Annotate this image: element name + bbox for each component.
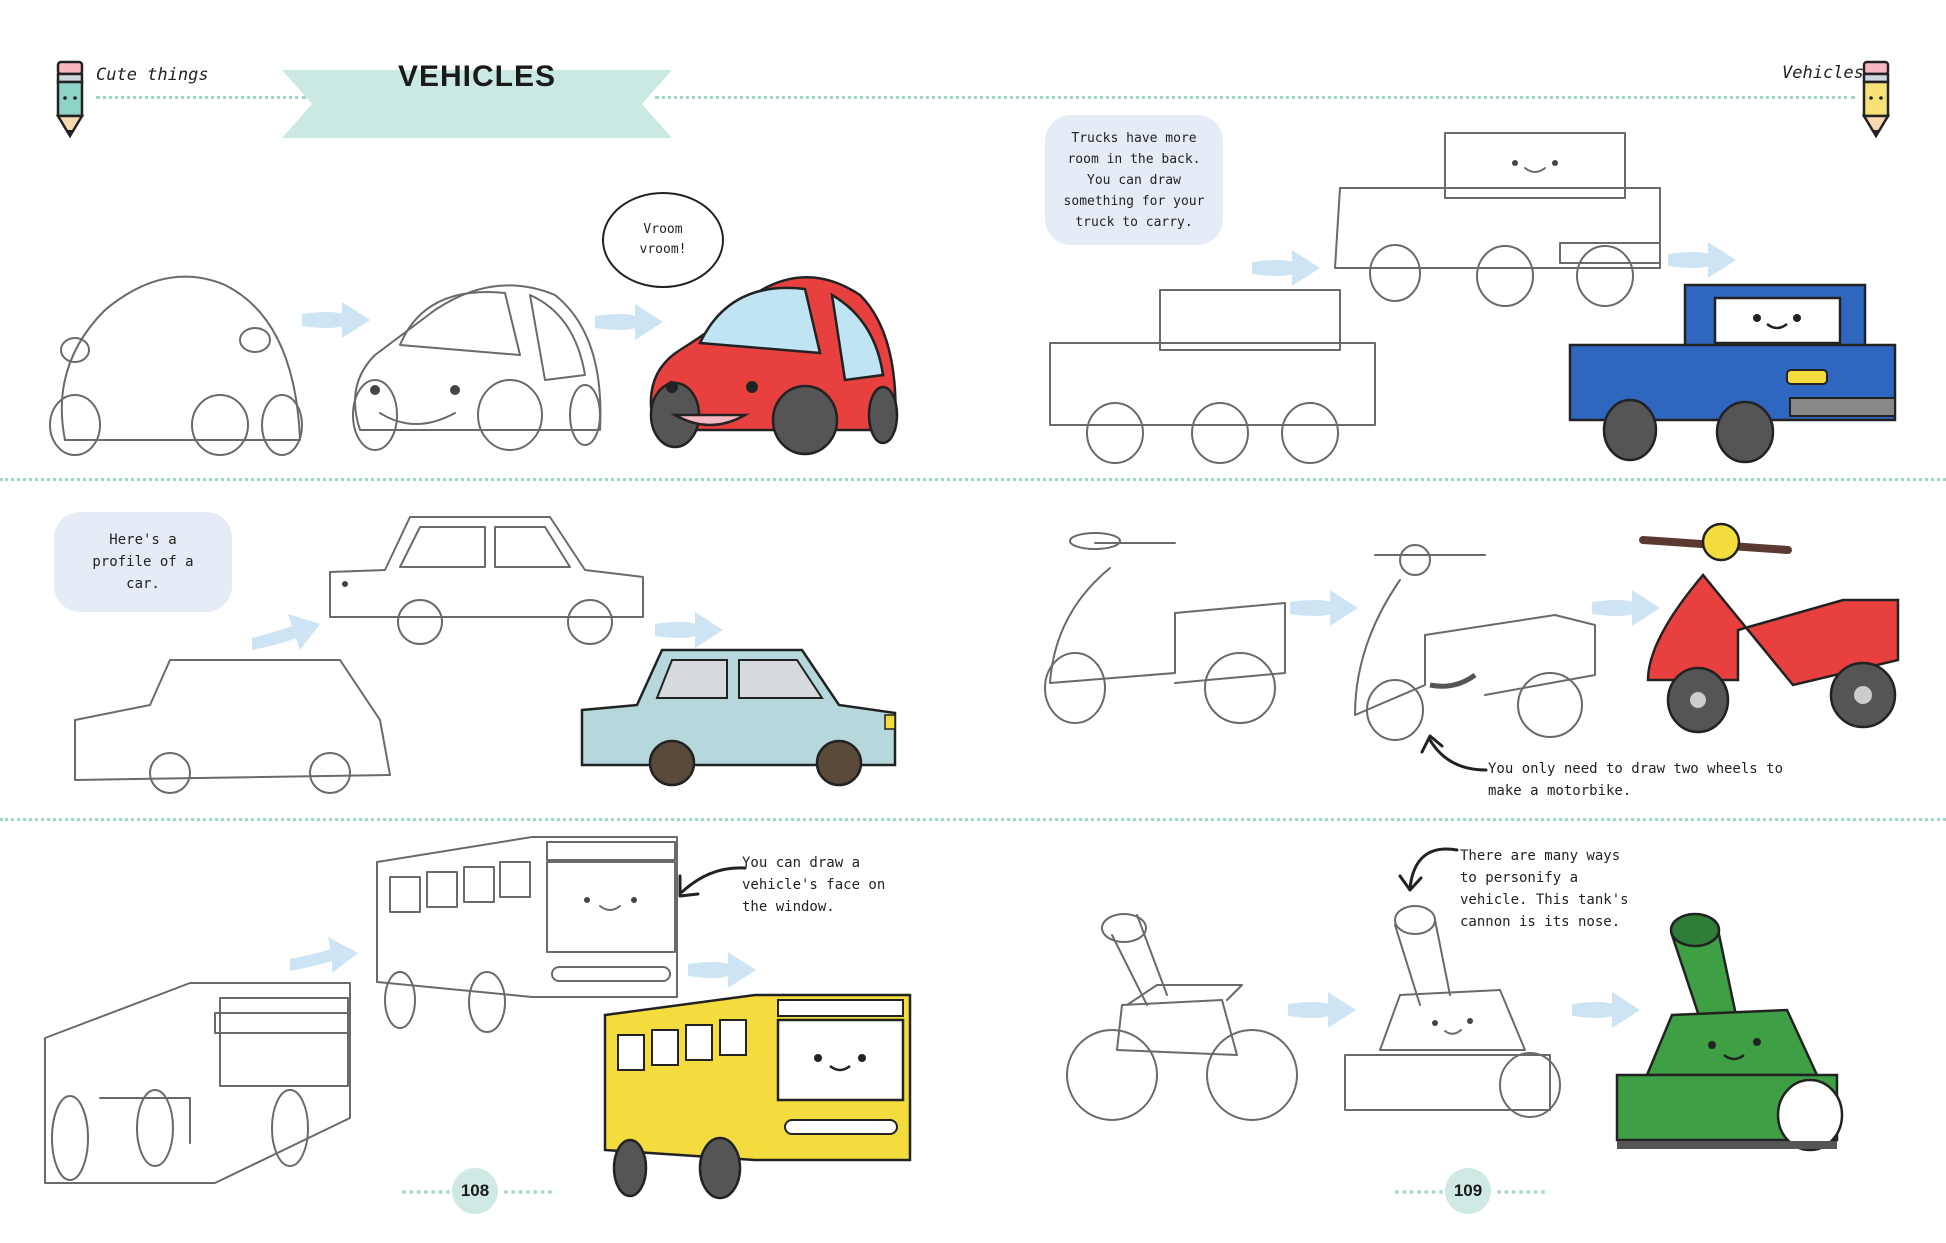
pointer-arrow-icon — [678, 866, 747, 898]
arrow-icon — [1572, 992, 1640, 1028]
tip-bubble-truck: Trucks have more room in the back. You c… — [1045, 115, 1223, 245]
tank-sketch-step2 — [1344, 905, 1561, 1118]
scooter-sketch-step1 — [1044, 532, 1286, 724]
section-label-left: Cute things — [96, 65, 209, 85]
page-number-left: 108 — [452, 1168, 498, 1214]
arrow-icon — [1290, 590, 1358, 626]
arrow-icon — [1252, 250, 1320, 286]
arrow-icon — [252, 614, 320, 650]
red-scooter-colored — [1639, 522, 1900, 734]
section-label-right: Vehicles — [1782, 63, 1864, 83]
tip-text-tank: There are many ways to personify a vehic… — [1460, 848, 1629, 930]
arrow-icon — [290, 937, 358, 973]
arrow-icon — [302, 302, 370, 338]
truck-sketch-step3 — [1334, 132, 1661, 307]
row-divider-2 — [0, 818, 1946, 821]
speech-bubble: Vroom vroom! — [602, 192, 724, 288]
bus-sketch-step2 — [376, 836, 678, 1033]
arrow-icon — [1668, 242, 1736, 278]
header-divider-left — [96, 96, 306, 99]
tip-bubble-profile: Here's a profile of a car. — [54, 512, 232, 612]
tip-text-motorbike: You only need to draw two wheels to make… — [1488, 761, 1784, 799]
tip-text-truck: Trucks have more room in the back. You c… — [1063, 130, 1205, 230]
arrow-icon — [1592, 590, 1660, 626]
page-number-dots — [1497, 1190, 1545, 1194]
sedan-sketch-step1 — [74, 659, 391, 794]
pointer-arrow-icon — [1420, 734, 1488, 772]
page-number-dots — [504, 1190, 552, 1194]
scooter-sketch-step2 — [1354, 544, 1596, 741]
arrow-icon — [1288, 992, 1356, 1028]
pointer-arrow-icon — [1398, 847, 1459, 892]
tip-text-profile: Here's a profile of a car. — [92, 532, 194, 592]
tank-sketch-step1 — [1066, 913, 1298, 1121]
truck-sketch-step1 — [1049, 289, 1376, 464]
blue-truck-colored — [1568, 283, 1897, 464]
arrow-icon — [595, 304, 663, 340]
speech-text: Vroom vroom! — [639, 222, 687, 257]
row-divider-1 — [0, 478, 1946, 481]
page-title: VEHICLES — [397, 60, 557, 93]
page-number-right: 109 — [1445, 1168, 1491, 1214]
arrow-icon — [655, 612, 723, 648]
yellow-bus-colored — [603, 993, 912, 1200]
arrow-icon — [688, 952, 756, 988]
sedan-sketch-step2 — [329, 516, 644, 645]
page-number-dots — [402, 1190, 450, 1194]
pencil-icon-right — [1861, 60, 1891, 139]
pencil-icon-left — [55, 60, 85, 139]
sedan-colored — [580, 648, 897, 787]
green-tank-colored — [1615, 912, 1844, 1152]
car-sketch-step1 — [49, 275, 303, 456]
red-car-colored — [649, 276, 899, 456]
tip-text-bus: You can draw a vehicle's face on the win… — [742, 855, 886, 915]
page-number-dots — [1395, 1190, 1443, 1194]
car-sketch-step2 — [352, 284, 602, 451]
header-divider-right — [655, 96, 1855, 99]
bus-sketch-step1 — [44, 982, 351, 1184]
title-banner — [282, 70, 672, 138]
